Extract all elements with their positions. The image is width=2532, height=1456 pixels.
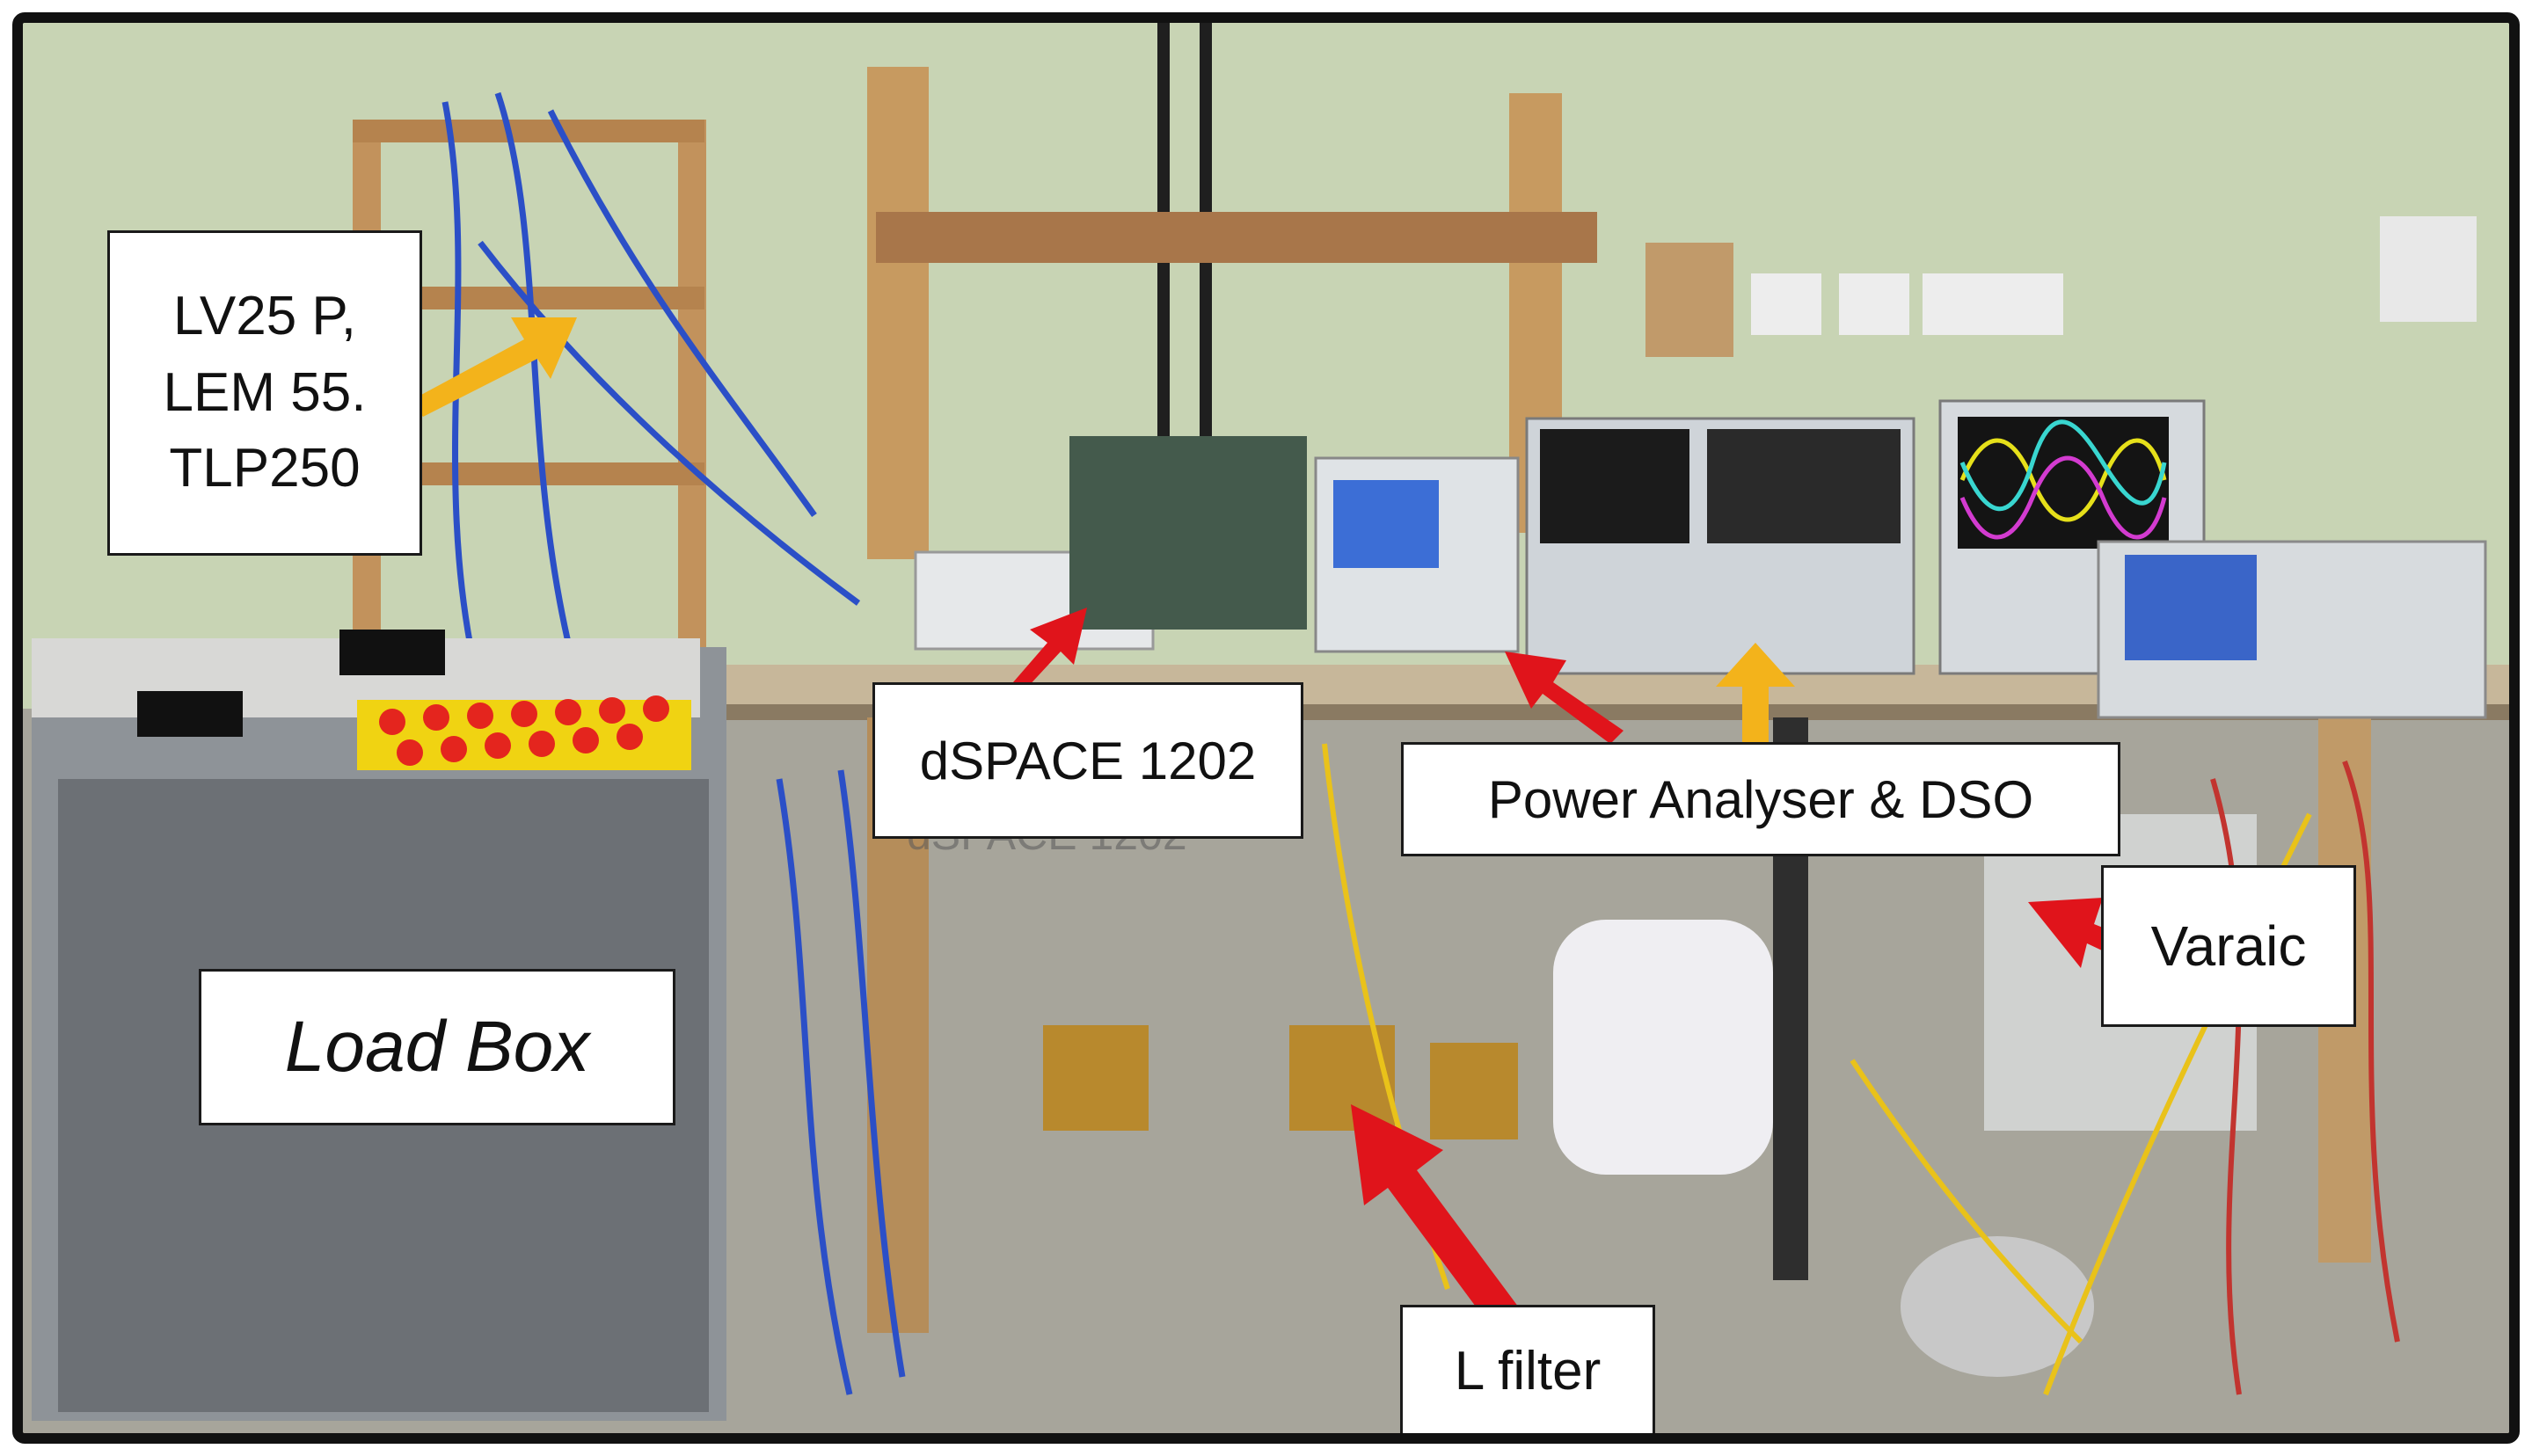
photo-frame: dSPACE 1202 LV25 P, LEM 55. TLP250 dSPAC… bbox=[12, 12, 2520, 1444]
l-filter-label: L filter bbox=[1400, 1305, 1655, 1433]
rack-post bbox=[678, 120, 706, 682]
wooden-post bbox=[867, 67, 929, 559]
red-arrow-power-analyser bbox=[1505, 652, 1624, 744]
dso-3-screen bbox=[2125, 555, 2257, 660]
sensors-label-line-1: LV25 P, bbox=[172, 285, 356, 346]
power-analyser-label-text: Power Analyser & DSO bbox=[1487, 769, 2034, 829]
wall-socket bbox=[1839, 273, 1909, 335]
dso-2-screen bbox=[1958, 417, 2169, 549]
meter-box bbox=[2380, 216, 2477, 322]
load-box-meter bbox=[137, 691, 243, 737]
power-analyser-screen bbox=[1333, 480, 1439, 568]
load-box-label-text: Load Box bbox=[284, 1007, 590, 1087]
sensors-label-line-2: LEM 55. bbox=[163, 361, 367, 423]
load-box-label: Load Box bbox=[199, 969, 675, 1125]
dspace-label-text: dSPACE 1202 bbox=[919, 731, 1257, 790]
rack-shelf bbox=[353, 120, 704, 142]
dso-1-screen-2 bbox=[1707, 429, 1901, 543]
varaic-label-text: Varaic bbox=[2150, 914, 2307, 978]
yellow-arrow-sensors bbox=[410, 317, 577, 417]
breaker-box bbox=[1645, 243, 1733, 357]
wall-socket bbox=[1751, 273, 1821, 335]
yellow-arrow-dso bbox=[1716, 643, 1795, 748]
bin bbox=[1553, 920, 1773, 1175]
control-board bbox=[1069, 436, 1307, 630]
dspace-label: dSPACE 1202 bbox=[872, 682, 1303, 839]
terminal-board bbox=[876, 212, 1597, 263]
dso-1-screen bbox=[1540, 429, 1689, 543]
load-box-meter bbox=[339, 630, 445, 675]
wall-socket bbox=[1923, 273, 2063, 335]
inductor bbox=[1430, 1043, 1518, 1139]
varaic-label: Varaic bbox=[2101, 865, 2356, 1027]
sensors-label-line-3: TLP250 bbox=[169, 438, 361, 499]
dso-2-waveforms bbox=[1959, 419, 2167, 540]
l-filter-label-text: L filter bbox=[1454, 1340, 1602, 1401]
inductor bbox=[1043, 1025, 1149, 1131]
red-arrow-l-filter bbox=[1351, 1104, 1531, 1340]
variac-dial bbox=[1901, 1236, 2094, 1377]
sensors-label: LV25 P, LEM 55. TLP250 bbox=[107, 230, 422, 556]
power-analyser-label: Power Analyser & DSO bbox=[1401, 742, 2120, 856]
load-box-switch-knobs bbox=[379, 695, 669, 766]
